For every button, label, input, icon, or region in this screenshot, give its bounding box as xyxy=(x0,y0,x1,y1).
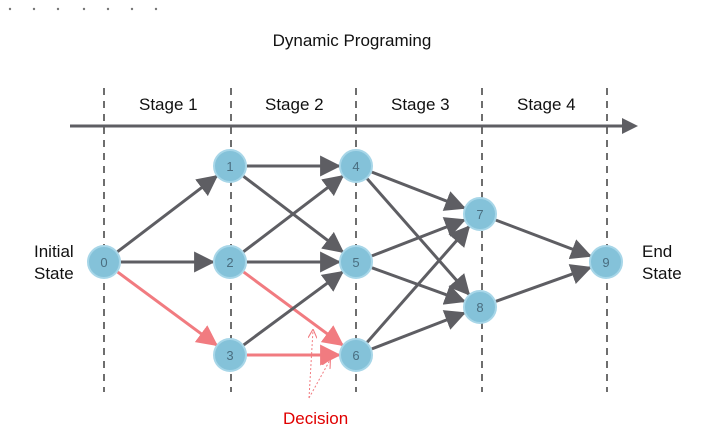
end-state-label: End State xyxy=(642,241,682,285)
stage-label-2: Stage 2 xyxy=(265,95,324,114)
state-node-label-5: 5 xyxy=(352,255,359,270)
edge-6-7 xyxy=(366,225,471,344)
stage-label-4: Stage 4 xyxy=(517,95,576,114)
state-node-label-1: 1 xyxy=(226,159,233,174)
initial-state-label: Initial State xyxy=(34,241,74,285)
stage-label-3: Stage 3 xyxy=(391,95,450,114)
state-node-7 xyxy=(463,197,497,231)
state-node-label-3: 3 xyxy=(226,348,233,363)
edge-4-7 xyxy=(371,170,467,211)
time-axis-arrowhead xyxy=(622,118,638,134)
nodes: 0 1 2 3 4 5 6 7 8 9 xyxy=(87,149,623,372)
state-node-label-4: 4 xyxy=(352,159,359,174)
state-node-label-8: 8 xyxy=(476,300,483,315)
initial-state-line-2: State xyxy=(34,264,74,283)
state-node-0 xyxy=(87,245,121,279)
state-node-label-9: 9 xyxy=(602,255,609,270)
edge-6-8 xyxy=(371,310,467,351)
edge-8-9 xyxy=(495,264,592,303)
edge-5-7 xyxy=(371,217,467,258)
edge-0-1 xyxy=(116,175,219,253)
edge-0-3-decision xyxy=(116,270,218,347)
end-state-line-2: State xyxy=(642,264,682,283)
state-node-4 xyxy=(339,149,373,183)
diagram-title: Dynamic Programing xyxy=(272,31,432,50)
state-node-6 xyxy=(339,338,373,372)
state-node-5 xyxy=(339,245,373,279)
edge-3-5 xyxy=(242,270,344,347)
state-node-label-0: 0 xyxy=(100,255,107,270)
stage-label-1: Stage 1 xyxy=(139,95,198,114)
state-node-label-2: 2 xyxy=(226,255,233,270)
decision-pointer xyxy=(309,330,330,399)
state-node-9 xyxy=(589,245,623,279)
decision-label: Decision xyxy=(283,409,349,428)
edge-2-4 xyxy=(242,175,345,253)
state-node-1 xyxy=(213,149,247,183)
edge-7-9 xyxy=(495,218,593,260)
title-decoration xyxy=(8,7,158,11)
state-node-3 xyxy=(213,338,247,372)
initial-state-line-1: Initial xyxy=(34,242,74,261)
state-node-8 xyxy=(463,290,497,324)
state-node-label-6: 6 xyxy=(352,348,359,363)
edges xyxy=(116,155,593,366)
end-state-line-1: End xyxy=(642,242,673,261)
state-node-2 xyxy=(213,245,247,279)
state-node-label-7: 7 xyxy=(476,207,483,222)
